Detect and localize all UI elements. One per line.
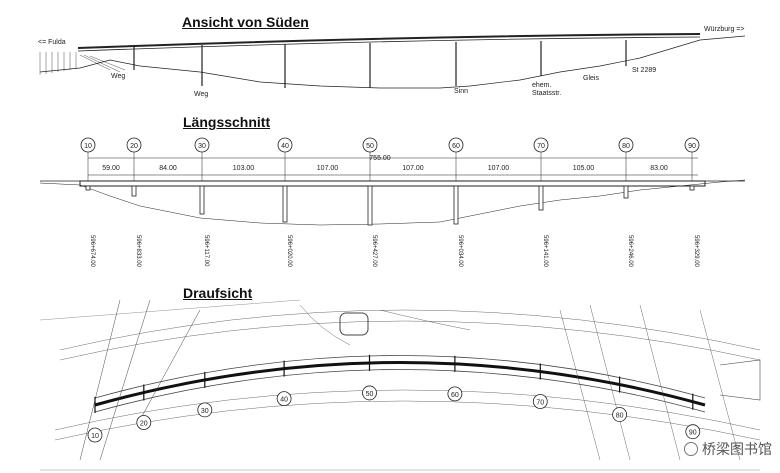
station-label: 596+117.00 <box>203 235 209 267</box>
axis-label: 50 <box>366 143 374 150</box>
station-label: 596+833.00 <box>135 235 141 268</box>
plan-axis-label: 90 <box>689 430 697 437</box>
label-ehem: ehem. <box>532 82 552 89</box>
station-label: 596+427.00 <box>371 235 377 268</box>
longitudinal-axes: 10 596+674.00 20 596+833.00 30 596+117.00 40 59… <box>80 137 700 268</box>
elevation-left-direction: <= Fulda <box>38 39 66 46</box>
axis-label: 20 <box>130 143 138 150</box>
plan-axis-marker <box>87 427 103 443</box>
span-label: 59.00 <box>102 165 120 172</box>
pier <box>282 185 288 223</box>
axis-label: 70 <box>537 143 545 150</box>
plan-axis-label: 30 <box>201 408 209 415</box>
plan-axis-marker <box>197 402 213 418</box>
wechat-logo-icon <box>684 442 698 456</box>
plan-axes: 10 20 30 40 50 60 70 80 90 <box>87 354 701 443</box>
plan-axis-label: 80 <box>616 413 624 420</box>
longitudinal-title: Längsschnitt <box>183 114 271 130</box>
total-length: 755.00 <box>369 155 391 162</box>
plan-axis-marker <box>276 391 292 407</box>
station-label: 596+674.00 <box>89 235 95 268</box>
axis-label: 10 <box>84 143 92 150</box>
plan-axis-label: 10 <box>91 433 99 440</box>
span-label: 83.00 <box>650 165 668 172</box>
plan-axis-label: 20 <box>140 420 148 427</box>
label-staatsstr: Staatsstr. <box>532 90 561 97</box>
pier <box>367 185 373 226</box>
longitudinal-view <box>39 157 746 226</box>
span-label: 103.00 <box>233 165 255 172</box>
elevation-view <box>39 33 746 89</box>
label-gleis: Gleis <box>583 75 599 82</box>
span-label: 107.00 <box>488 165 510 172</box>
station-label: 596+329.00 <box>693 235 699 268</box>
pier <box>453 185 459 225</box>
axis-label: 30 <box>198 143 206 150</box>
plan-axis-label: 40 <box>280 397 288 404</box>
longitudinal-spans: 59.00 84.00 103.00 107.00 107.00 107.00 105.00… <box>102 165 668 172</box>
plan-axis-marker <box>612 407 627 422</box>
station-label: 596+141.00 <box>542 235 548 268</box>
plan-axis-marker <box>447 386 463 402</box>
elevation-title: Ansicht von Süden <box>182 14 309 30</box>
pier <box>199 185 205 215</box>
label-sinn: Sinn <box>454 88 468 95</box>
watermark-text: 桥梁图书馆 <box>702 442 772 458</box>
axis-label: 80 <box>622 143 630 150</box>
plan-axis-label: 50 <box>366 391 374 398</box>
pier <box>689 185 695 191</box>
pier <box>131 185 137 197</box>
station-label: 596+020.00 <box>286 235 292 268</box>
plan-axis-marker <box>362 385 377 401</box>
plan-axis-label: 60 <box>451 392 459 399</box>
plan-view <box>39 299 761 471</box>
span-label: 107.00 <box>317 165 339 172</box>
label-weg-1: Weg <box>111 73 125 80</box>
axis-label: 40 <box>281 143 289 150</box>
station-label: 596+246.00 <box>627 235 633 268</box>
axis-label: 60 <box>452 143 460 150</box>
elevation-right-direction: Würzburg => <box>704 26 744 33</box>
plan-title: Draufsicht <box>183 285 253 301</box>
label-st2289: St 2289 <box>632 67 656 74</box>
span-label: 107.00 <box>402 165 424 172</box>
axis-label: 90 <box>688 143 696 150</box>
pier <box>623 185 629 199</box>
plan-axis-marker <box>136 415 152 430</box>
span-label: 105.00 <box>573 165 595 172</box>
plan-axis-label: 70 <box>536 399 544 406</box>
pier <box>85 185 91 191</box>
station-label: 596+034.00 <box>457 235 463 268</box>
pier <box>538 185 544 211</box>
plan-axis-marker <box>532 394 548 409</box>
watermark: 桥梁图书馆 <box>684 439 772 459</box>
span-label: 84.00 <box>159 165 177 172</box>
label-weg-2: Weg <box>194 91 208 98</box>
plan-axis-marker <box>685 424 701 440</box>
